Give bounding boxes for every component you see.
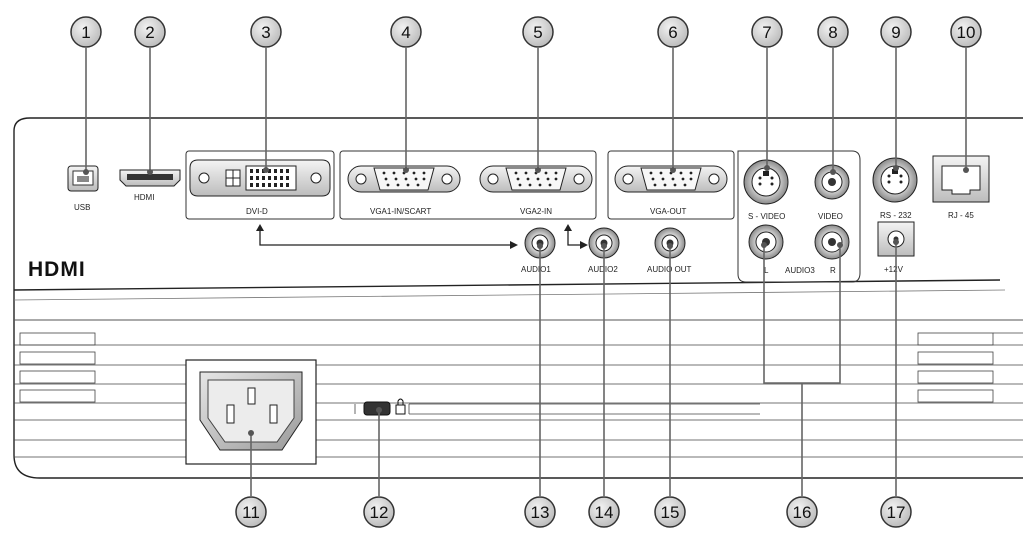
- vga-out-label: VGA-OUT: [650, 207, 687, 216]
- audio-link-arrows: [259, 229, 582, 246]
- callout-4-number: 4: [401, 23, 410, 42]
- callout-12: 12: [363, 496, 395, 528]
- callout-9: 9: [880, 16, 912, 48]
- callout-2-number: 2: [145, 23, 154, 42]
- hdmi-label: HDMI: [134, 193, 154, 202]
- audio3-right-jack[interactable]: [814, 224, 850, 260]
- dvi-label: DVI-D: [246, 207, 268, 216]
- vga-out-port[interactable]: [614, 165, 728, 193]
- dvi-port[interactable]: [189, 159, 331, 197]
- rj45-port[interactable]: [932, 155, 990, 203]
- callout-12-number: 12: [370, 503, 389, 522]
- dc-12v-jack[interactable]: [877, 221, 915, 257]
- vent-slots: [14, 332, 1023, 458]
- callout-4: 4: [390, 16, 422, 48]
- svideo-port[interactable]: [743, 159, 789, 205]
- callout-8: 8: [817, 16, 849, 48]
- audio3-r-label: R: [830, 266, 836, 275]
- callout-1: 1: [70, 16, 102, 48]
- video-jack[interactable]: [814, 164, 850, 200]
- callout-2: 2: [134, 16, 166, 48]
- audio3-label: AUDIO3: [785, 266, 815, 275]
- callout-15-number: 15: [661, 503, 680, 522]
- callout-14-number: 14: [595, 503, 614, 522]
- usb-port[interactable]: [67, 165, 99, 192]
- callout-13-number: 13: [531, 503, 550, 522]
- callout-10-number: 10: [957, 23, 976, 42]
- video-label: VIDEO: [818, 212, 843, 221]
- vga2-label: VGA2-IN: [520, 207, 552, 216]
- callout-8-number: 8: [828, 23, 837, 42]
- callout-9-number: 9: [891, 23, 900, 42]
- callout-6: 6: [657, 16, 689, 48]
- callout-17-number: 17: [887, 503, 906, 522]
- rs232-label: RS - 232: [880, 211, 912, 220]
- callout-3: 3: [250, 16, 282, 48]
- callout-11: 11: [235, 496, 267, 528]
- callout-15: 15: [654, 496, 686, 528]
- vga2-port[interactable]: [479, 165, 593, 193]
- leader-lines: [85, 48, 967, 496]
- lock-icon: [395, 398, 406, 415]
- vga1-label: VGA1-IN/SCART: [370, 207, 431, 216]
- dc-12v-label: +12V: [884, 265, 904, 274]
- vga1-port[interactable]: [347, 165, 461, 193]
- callout-16: 16: [786, 496, 818, 528]
- housing: [13, 117, 1023, 479]
- callout-1-number: 1: [81, 23, 90, 42]
- audio3-l-label: L: [764, 266, 769, 275]
- hdmi-logo: HDMI: [28, 258, 86, 281]
- arrow-heads: [256, 224, 588, 249]
- callout-14: 14: [588, 496, 620, 528]
- callout-6-number: 6: [668, 23, 677, 42]
- usb-label: USB: [74, 203, 90, 212]
- callout-13: 13: [524, 496, 556, 528]
- audio3-left-jack[interactable]: [748, 224, 784, 260]
- audio2-label: AUDIO2: [588, 265, 618, 274]
- svideo-label: S - VIDEO: [748, 212, 785, 221]
- hdmi-port[interactable]: [119, 169, 181, 187]
- callout-10: 10: [950, 16, 982, 48]
- callout-3-number: 3: [261, 23, 270, 42]
- callout-11-number: 11: [242, 503, 260, 522]
- port-group-frames: [185, 150, 861, 283]
- callout-17: 17: [880, 496, 912, 528]
- callout-16-number: 16: [793, 503, 812, 522]
- callout-5-number: 5: [533, 23, 542, 42]
- rj45-label: RJ - 45: [948, 211, 974, 220]
- callout-5: 5: [522, 16, 554, 48]
- audio1-label: AUDIO1: [521, 265, 551, 274]
- callout-7: 7: [751, 16, 783, 48]
- callout-7-number: 7: [762, 23, 771, 42]
- leader-dots: [83, 165, 969, 436]
- rs232-port[interactable]: [872, 157, 918, 203]
